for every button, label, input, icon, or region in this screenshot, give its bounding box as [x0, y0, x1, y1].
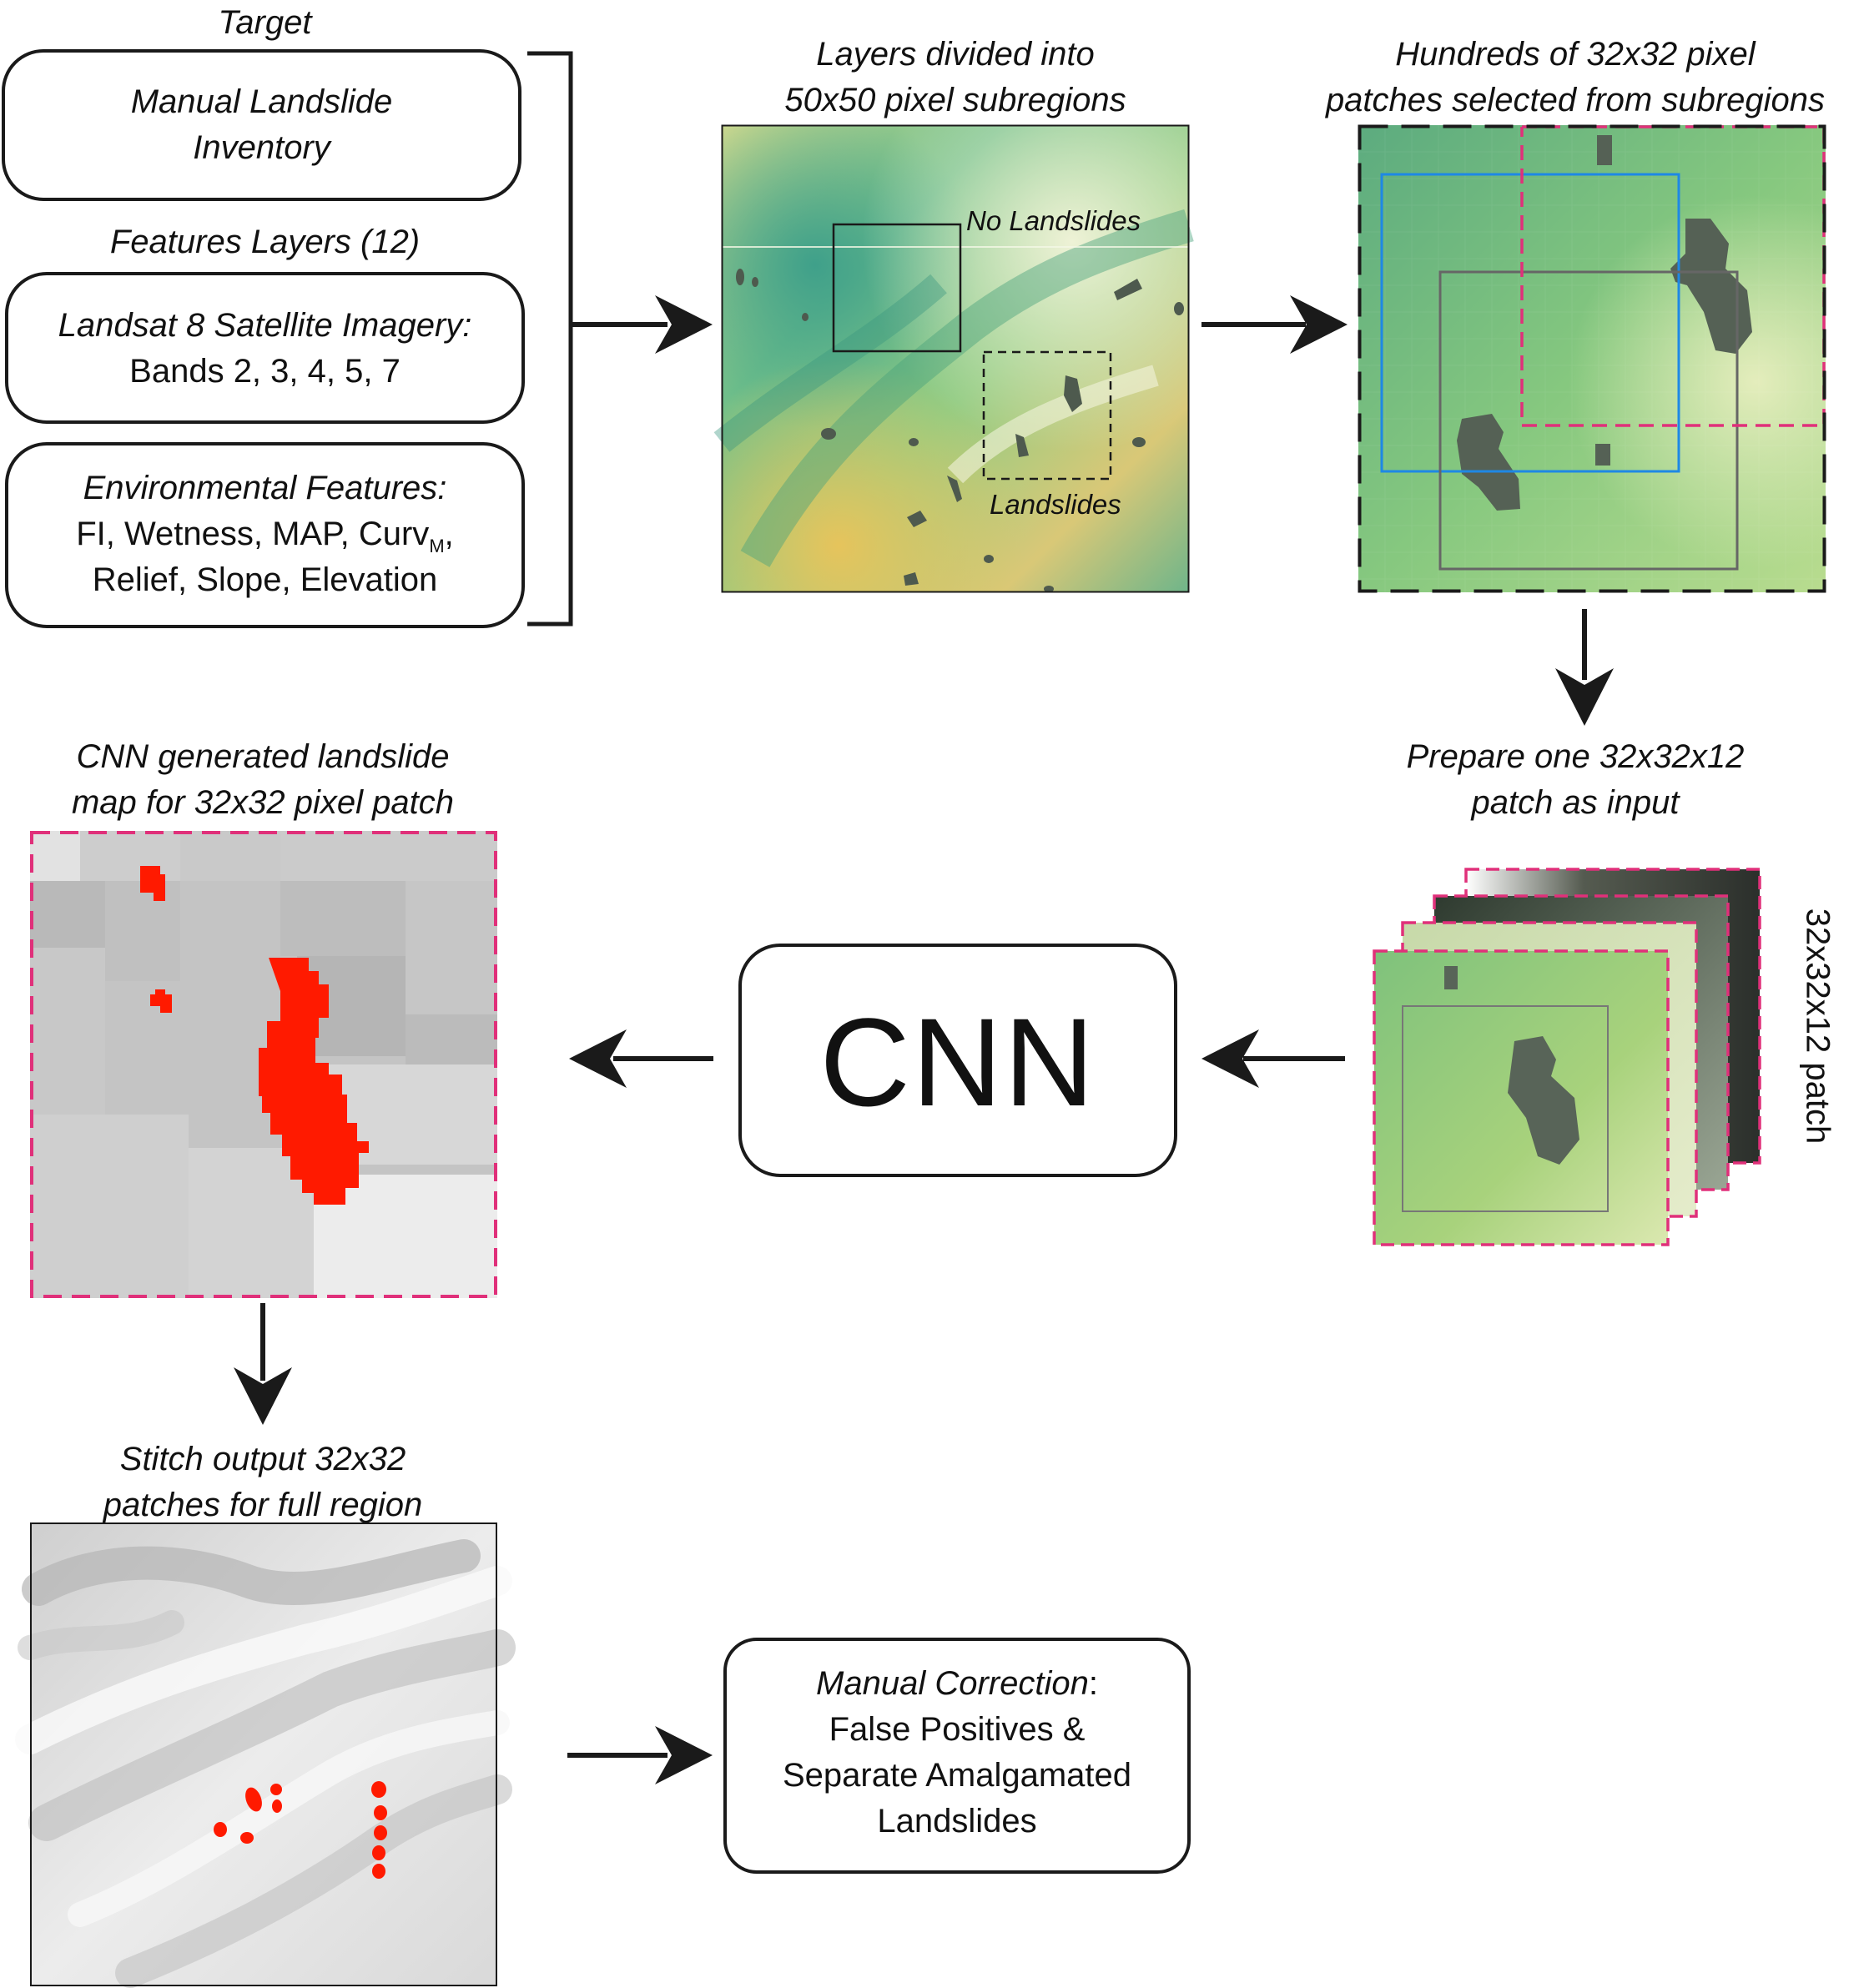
prepare-caption-line2: patch as input [1471, 784, 1680, 821]
arrow-to-prepare [1555, 609, 1614, 726]
environmental-line2: Relief, Slope, Elevation [92, 561, 438, 598]
landsat-box: Landsat 8 Satellite Imagery: Bands 2, 3,… [5, 272, 525, 424]
cnn-output-map [30, 831, 497, 1298]
arrow-to-subregions [571, 295, 713, 354]
prepare-caption-line1: Prepare one 32x32x12 [1406, 738, 1745, 775]
correction-line2: False Positives & [829, 1711, 1086, 1748]
landslides-subregion [982, 350, 1112, 481]
patches-caption-line1: Hundreds of 32x32 pixel [1395, 36, 1756, 73]
patch-landslides [1457, 135, 1752, 511]
target-box: Manual Landslide Inventory [2, 49, 521, 201]
stack-label-wrap: 32x32x12 patch [1792, 868, 1842, 1185]
label-landslides: Landslides [990, 489, 1121, 520]
cnn-box: CNN [738, 944, 1177, 1177]
subregions-caption-line1: Layers divided into [816, 36, 1095, 73]
stitch-caption-line1: Stitch output 32x32 [119, 1441, 406, 1477]
environmental-line1: FI, Wetness, MAP, CurvM, [8, 511, 521, 569]
input-bracket [527, 51, 573, 627]
cnn-output-caption-line2: map for 32x32 pixel patch [71, 784, 455, 821]
stack-landslides [1444, 966, 1579, 1165]
environmental-line1-sub: M [429, 536, 445, 556]
label-no-landslides: No Landslides [966, 205, 1141, 236]
correction-line1: Manual Correction: [727, 1661, 1187, 1707]
subregions-landslides [736, 269, 1184, 592]
input-stack [1373, 868, 1761, 1246]
subregions-caption-line2: 50x50 pixel subregions [784, 82, 1126, 118]
correction-box: Manual Correction: False Positives & Sep… [723, 1638, 1191, 1874]
no-landslides-subregion [832, 223, 962, 353]
patch-outline-pink [1520, 125, 1826, 427]
arrow-to-patches [1201, 295, 1348, 354]
cnn-label: CNN [819, 992, 1096, 1132]
target-heading: Target [218, 4, 312, 41]
stitched-map [15, 1522, 516, 1988]
stitched-landslides [214, 1781, 387, 1879]
environmental-line1-suffix: , [444, 516, 454, 552]
correction-title: Manual Correction [816, 1665, 1089, 1702]
cnn-output-caption-line1: CNN generated landslide [76, 738, 450, 775]
output-gray-pixels [30, 831, 497, 1298]
target-box-line1: Manual Landslide [130, 83, 393, 120]
landsat-bands: Bands 2, 3, 4, 5, 7 [129, 353, 400, 390]
stitch-caption-line2: patches for full region [103, 1487, 423, 1523]
correction-line4: Landslides [877, 1803, 1037, 1840]
environmental-line1-prefix: FI, Wetness, MAP, Curv [76, 516, 430, 552]
arrow-to-correction [567, 1726, 713, 1784]
correction-line3: Separate Amalgamated [782, 1757, 1132, 1794]
arrow-to-stitch [234, 1303, 292, 1425]
target-box-line2: Inventory [193, 129, 330, 166]
patch-outline-gray [1438, 270, 1739, 571]
patch-outline-blue [1380, 173, 1680, 473]
arrow-to-cnn [1201, 1029, 1345, 1088]
correction-title-suffix: : [1088, 1665, 1098, 1702]
environmental-box: Environmental Features: FI, Wetness, MAP… [5, 442, 525, 628]
stack-label: 32x32x12 patch [1799, 908, 1836, 1145]
patches-view [1358, 124, 1826, 593]
stitched-terrain [15, 1539, 516, 1988]
output-landslide-pixels [140, 866, 369, 1205]
environmental-title: Environmental Features: [83, 470, 447, 506]
landsat-title: Landsat 8 Satellite Imagery: [58, 307, 472, 344]
features-heading: Features Layers (12) [109, 224, 421, 260]
arrow-to-cnn-output [569, 1029, 713, 1088]
subregions-map [713, 124, 1194, 593]
patches-caption-line2: patches selected from subregions [1325, 82, 1826, 118]
